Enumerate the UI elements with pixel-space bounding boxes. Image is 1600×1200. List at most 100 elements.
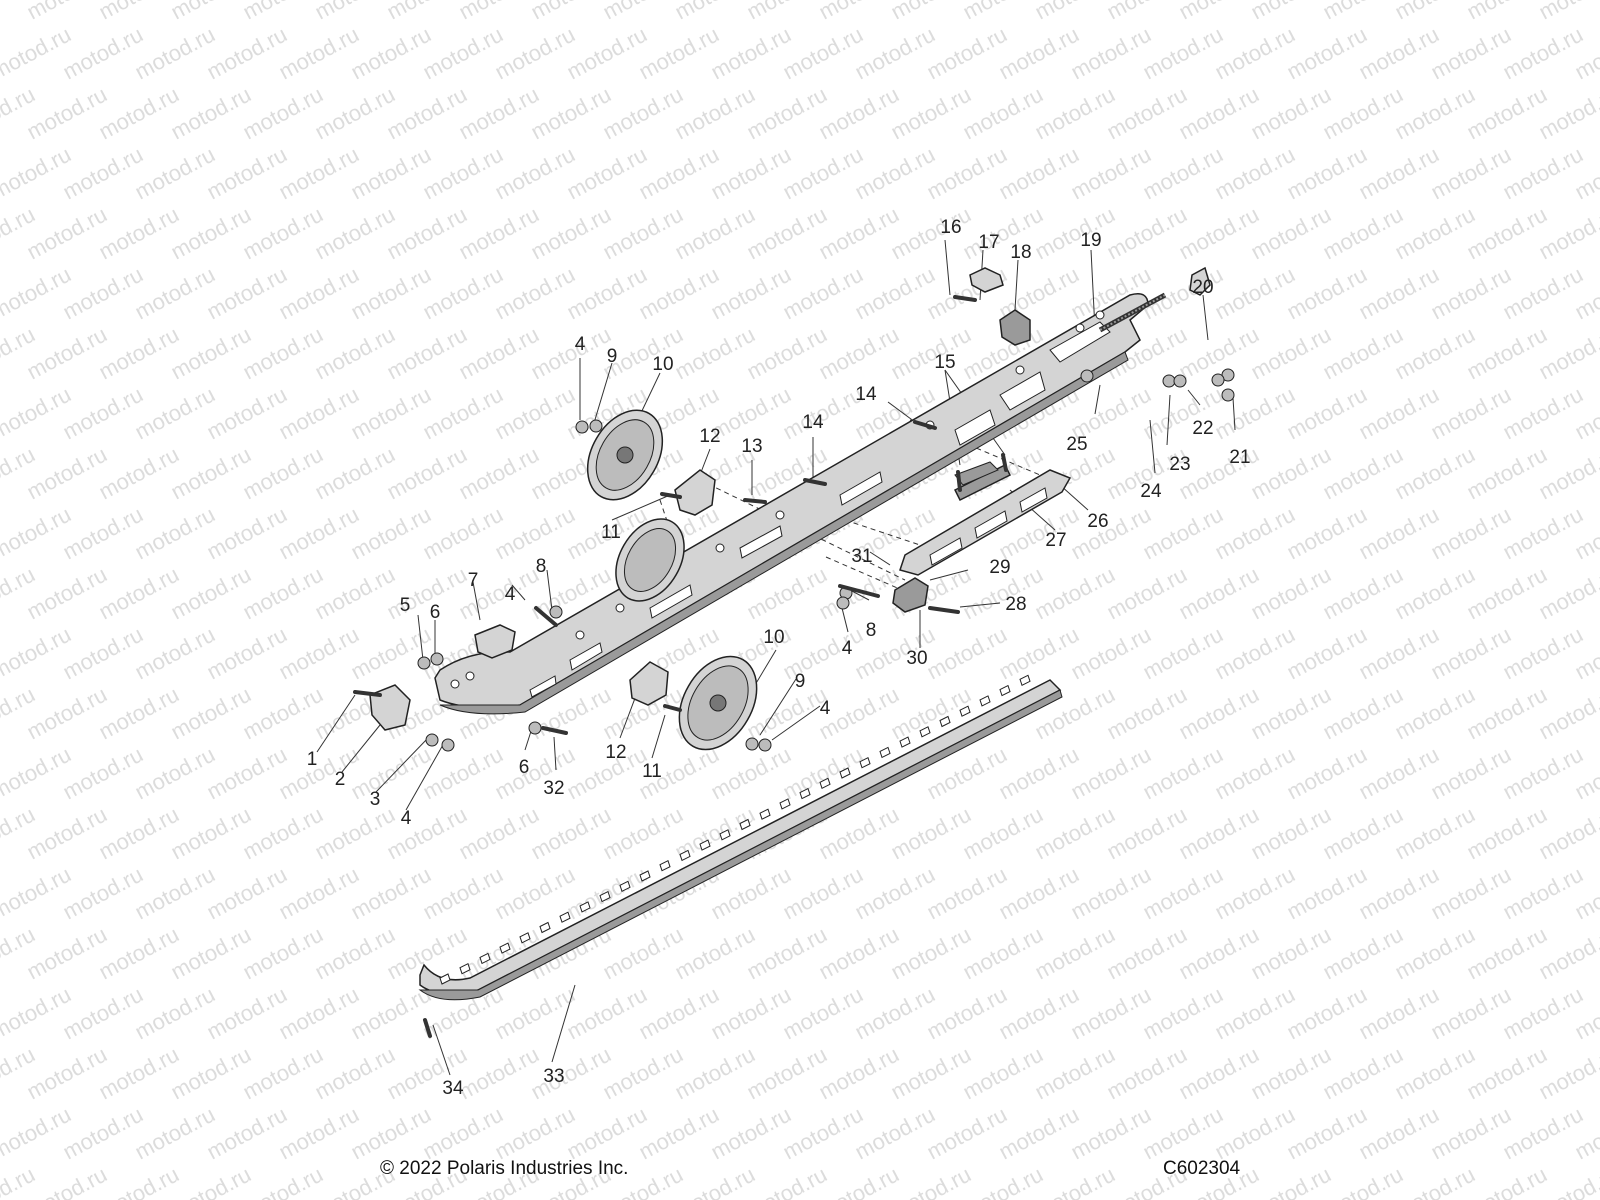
callout-label: 20 — [1192, 277, 1213, 298]
slide-notch — [599, 890, 611, 903]
watermark-text: motod.ru — [1103, 802, 1191, 865]
watermark-text: motod.ru — [311, 322, 399, 385]
watermark-text: motod.ru — [95, 802, 183, 865]
callout-label: 22 — [1192, 418, 1213, 439]
watermark-text: motod.ru — [743, 202, 831, 265]
watermark-text: motod.ru — [167, 922, 255, 985]
watermark-text: motod.ru — [491, 1102, 579, 1165]
watermark-text: motod.ru — [239, 322, 327, 385]
watermark-text: motod.ru — [743, 82, 831, 145]
watermark-text: motod.ru — [1211, 262, 1299, 325]
watermark-text: motod.ru — [0, 622, 75, 685]
bolt — [1001, 453, 1008, 472]
watermark-text: motod.ru — [1103, 562, 1191, 625]
watermark-text: motod.ru — [23, 1042, 111, 1105]
watermark-text: motod.ru — [923, 1102, 1011, 1165]
bolt — [423, 1018, 432, 1038]
watermark-text: motod.ru — [1499, 502, 1587, 565]
callout-label: 14 — [855, 384, 877, 405]
watermark-text: motod.ru — [815, 82, 903, 145]
watermark-text: motod.ru — [1427, 742, 1515, 805]
watermark-text: motod.ru — [383, 82, 471, 145]
slide-notch — [579, 901, 591, 913]
watermark-text: motod.ru — [707, 982, 795, 1045]
callout-label: 9 — [795, 671, 806, 692]
watermark-text: motod.ru — [59, 142, 147, 205]
slide-notch — [959, 705, 971, 717]
watermark-text: motod.ru — [1139, 22, 1227, 85]
callout-label: 31 — [851, 546, 872, 567]
watermark-text: motod.ru — [23, 322, 111, 385]
slide-notch — [899, 736, 911, 748]
wheel-upper — [586, 409, 664, 501]
watermark-text: motod.ru — [1247, 82, 1335, 145]
watermark-text: motod.ru — [1247, 802, 1335, 865]
watermark-text: motod.ru — [239, 442, 327, 505]
watermark-text: motod.ru — [1175, 682, 1263, 745]
watermark-text: motod.ru — [779, 22, 867, 85]
watermark-text: motod.ru — [383, 322, 471, 385]
watermark-text: motod.ru — [203, 382, 291, 445]
watermark-text: motod.ru — [1319, 802, 1407, 865]
callout-label: 9 — [607, 346, 618, 367]
watermark-text: motod.ru — [1283, 502, 1371, 565]
watermark-text: motod.ru — [1535, 322, 1600, 385]
slide-notch — [859, 756, 871, 769]
watermark-text: motod.ru — [311, 922, 399, 985]
nut-washer — [589, 419, 603, 433]
watermark-text: motod.ru — [0, 382, 75, 445]
watermark-text: motod.ru — [1391, 202, 1479, 265]
watermark-text: motod.ru — [1319, 682, 1407, 745]
watermark-text: motod.ru — [815, 922, 903, 985]
watermark-text: motod.ru — [59, 382, 147, 445]
watermark-text: motod.ru — [1463, 202, 1551, 265]
callout-label: 28 — [1005, 594, 1026, 615]
watermark-text: motod.ru — [527, 202, 615, 265]
slide-notch — [659, 859, 671, 872]
watermark-text: motod.ru — [1067, 742, 1155, 805]
watermark-text: motod.ru — [203, 1102, 291, 1165]
watermark-text: motod.ru — [563, 1102, 651, 1165]
watermark-text: motod.ru — [383, 202, 471, 265]
watermark-text: motod.ru — [0, 742, 75, 805]
watermark-text: motod.ru — [527, 802, 615, 865]
watermark-text: motod.ru — [0, 142, 75, 205]
bolt — [541, 726, 568, 735]
watermark-text: motod.ru — [167, 802, 255, 865]
nut-washer — [745, 737, 759, 751]
watermark-text: motod.ru — [779, 982, 867, 1045]
nut-washer — [1162, 374, 1176, 388]
watermark-text: motod.ru — [203, 262, 291, 325]
watermark-text: motod.ru — [167, 1042, 255, 1105]
watermark-text: motod.ru — [1427, 142, 1515, 205]
callout-label: 6 — [430, 602, 441, 623]
watermark-text: motod.ru — [455, 322, 543, 385]
watermark-text: motod.ru — [1283, 1102, 1371, 1165]
watermark-text: motod.ru — [815, 202, 903, 265]
watermark-text: motod.ru — [1355, 982, 1443, 1045]
nut-washer — [1221, 388, 1235, 402]
callout-label: 11 — [601, 522, 621, 543]
bolt — [953, 295, 977, 302]
callout-label: 14 — [802, 412, 824, 433]
watermark-text: motod.ru — [923, 622, 1011, 685]
watermark-text: motod.ru — [131, 382, 219, 445]
watermark-text: motod.ru — [851, 1102, 939, 1165]
watermark-text: motod.ru — [959, 1042, 1047, 1105]
callout-label: 4 — [401, 808, 412, 829]
callout-label: 13 — [741, 436, 762, 457]
callout-label: 12 — [699, 426, 720, 447]
slide-notch — [759, 808, 771, 820]
watermark-text: motod.ru — [275, 22, 363, 85]
callout-label: 19 — [1080, 230, 1101, 251]
callout-label: 17 — [978, 232, 999, 253]
watermark-text: motod.ru — [1391, 562, 1479, 625]
watermark-text: motod.ru — [887, 82, 975, 145]
watermark-text: motod.ru — [1391, 682, 1479, 745]
nut-washer — [417, 656, 431, 670]
watermark-text: motod.ru — [707, 142, 795, 205]
slide-notch — [939, 715, 951, 728]
watermark-text: motod.ru — [1247, 202, 1335, 265]
watermark-text: motod.ru — [1247, 682, 1335, 745]
callout-label: 6 — [519, 757, 530, 778]
